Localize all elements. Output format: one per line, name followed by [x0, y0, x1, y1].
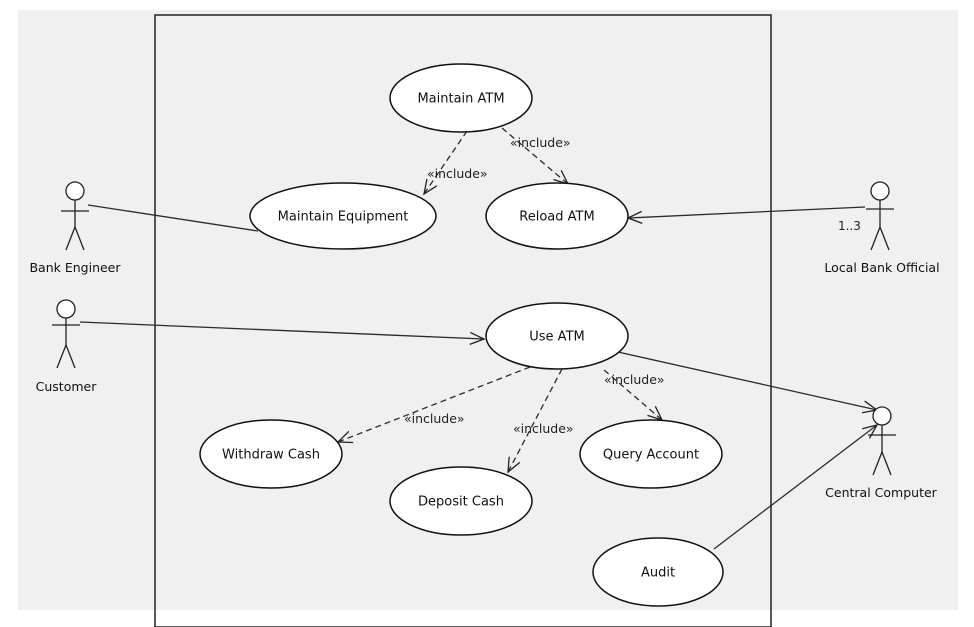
usecase-label-maintain-atm: Maintain ATM — [417, 92, 504, 107]
association-local-official-reload-atm — [626, 206, 866, 224]
usecase-maintain-atm[interactable]: Maintain ATM — [389, 63, 533, 133]
stick-figure-icon — [52, 299, 80, 369]
usecase-withdraw-cash[interactable]: Withdraw Cash — [199, 419, 343, 489]
usecase-label-use-atm: Use ATM — [529, 330, 584, 345]
usecase-label-maintain-equipment: Maintain Equipment — [278, 210, 409, 225]
stereotype-include-query-account: «include» — [604, 372, 665, 387]
actor-label-bank-engineer: Bank Engineer — [29, 260, 121, 275]
association-bank-engineer-maintain-equipment — [87, 204, 259, 232]
association-customer-use-atm — [79, 321, 486, 346]
include-query-account — [603, 369, 664, 422]
usecase-label-reload-atm: Reload ATM — [519, 210, 594, 225]
usecase-deposit-cash[interactable]: Deposit Cash — [389, 466, 533, 536]
usecase-label-deposit-cash: Deposit Cash — [418, 495, 504, 510]
actor-label-local-bank-official: Local Bank Official — [824, 260, 939, 275]
usecase-reload-atm[interactable]: Reload ATM — [485, 182, 629, 250]
stick-figure-icon — [61, 181, 89, 251]
usecase-label-query-account: Query Account — [603, 448, 699, 463]
stereotype-include-deposit-cash: «include» — [513, 421, 574, 436]
usecase-use-atm[interactable]: Use ATM — [485, 302, 629, 370]
usecase-label-withdraw-cash: Withdraw Cash — [222, 448, 320, 463]
actor-customer[interactable]: Customer — [36, 299, 98, 394]
stereotype-include-withdraw-cash: «include» — [404, 411, 465, 426]
usecase-label-audit: Audit — [641, 566, 675, 581]
actor-label-customer: Customer — [36, 379, 98, 394]
include-withdraw-cash — [336, 366, 531, 444]
system-boundary — [154, 14, 772, 627]
association-audit-central-computer — [713, 424, 879, 550]
include-maintain-equipment — [423, 130, 468, 196]
multiplicity-local-bank-official: 1..3 — [838, 219, 861, 233]
usecase-audit[interactable]: Audit — [592, 537, 724, 607]
stereotype-include-reload-atm: «include» — [510, 135, 571, 150]
usecase-query-account[interactable]: Query Account — [579, 419, 723, 489]
stereotype-include-maintain-equipment: «include» — [427, 166, 488, 181]
stick-figure-icon — [868, 406, 896, 476]
include-reload-atm — [501, 127, 570, 186]
actor-local-bank-official[interactable]: Local Bank Official — [824, 181, 940, 275]
actor-bank-engineer[interactable]: Bank Engineer — [29, 181, 121, 275]
actor-central-computer[interactable]: Central Computer — [825, 406, 938, 500]
stick-figure-icon — [866, 181, 894, 251]
actor-label-central-computer: Central Computer — [825, 485, 937, 500]
association-use-atm-central-computer — [617, 351, 879, 414]
usecase-maintain-equipment[interactable]: Maintain Equipment — [249, 182, 437, 250]
